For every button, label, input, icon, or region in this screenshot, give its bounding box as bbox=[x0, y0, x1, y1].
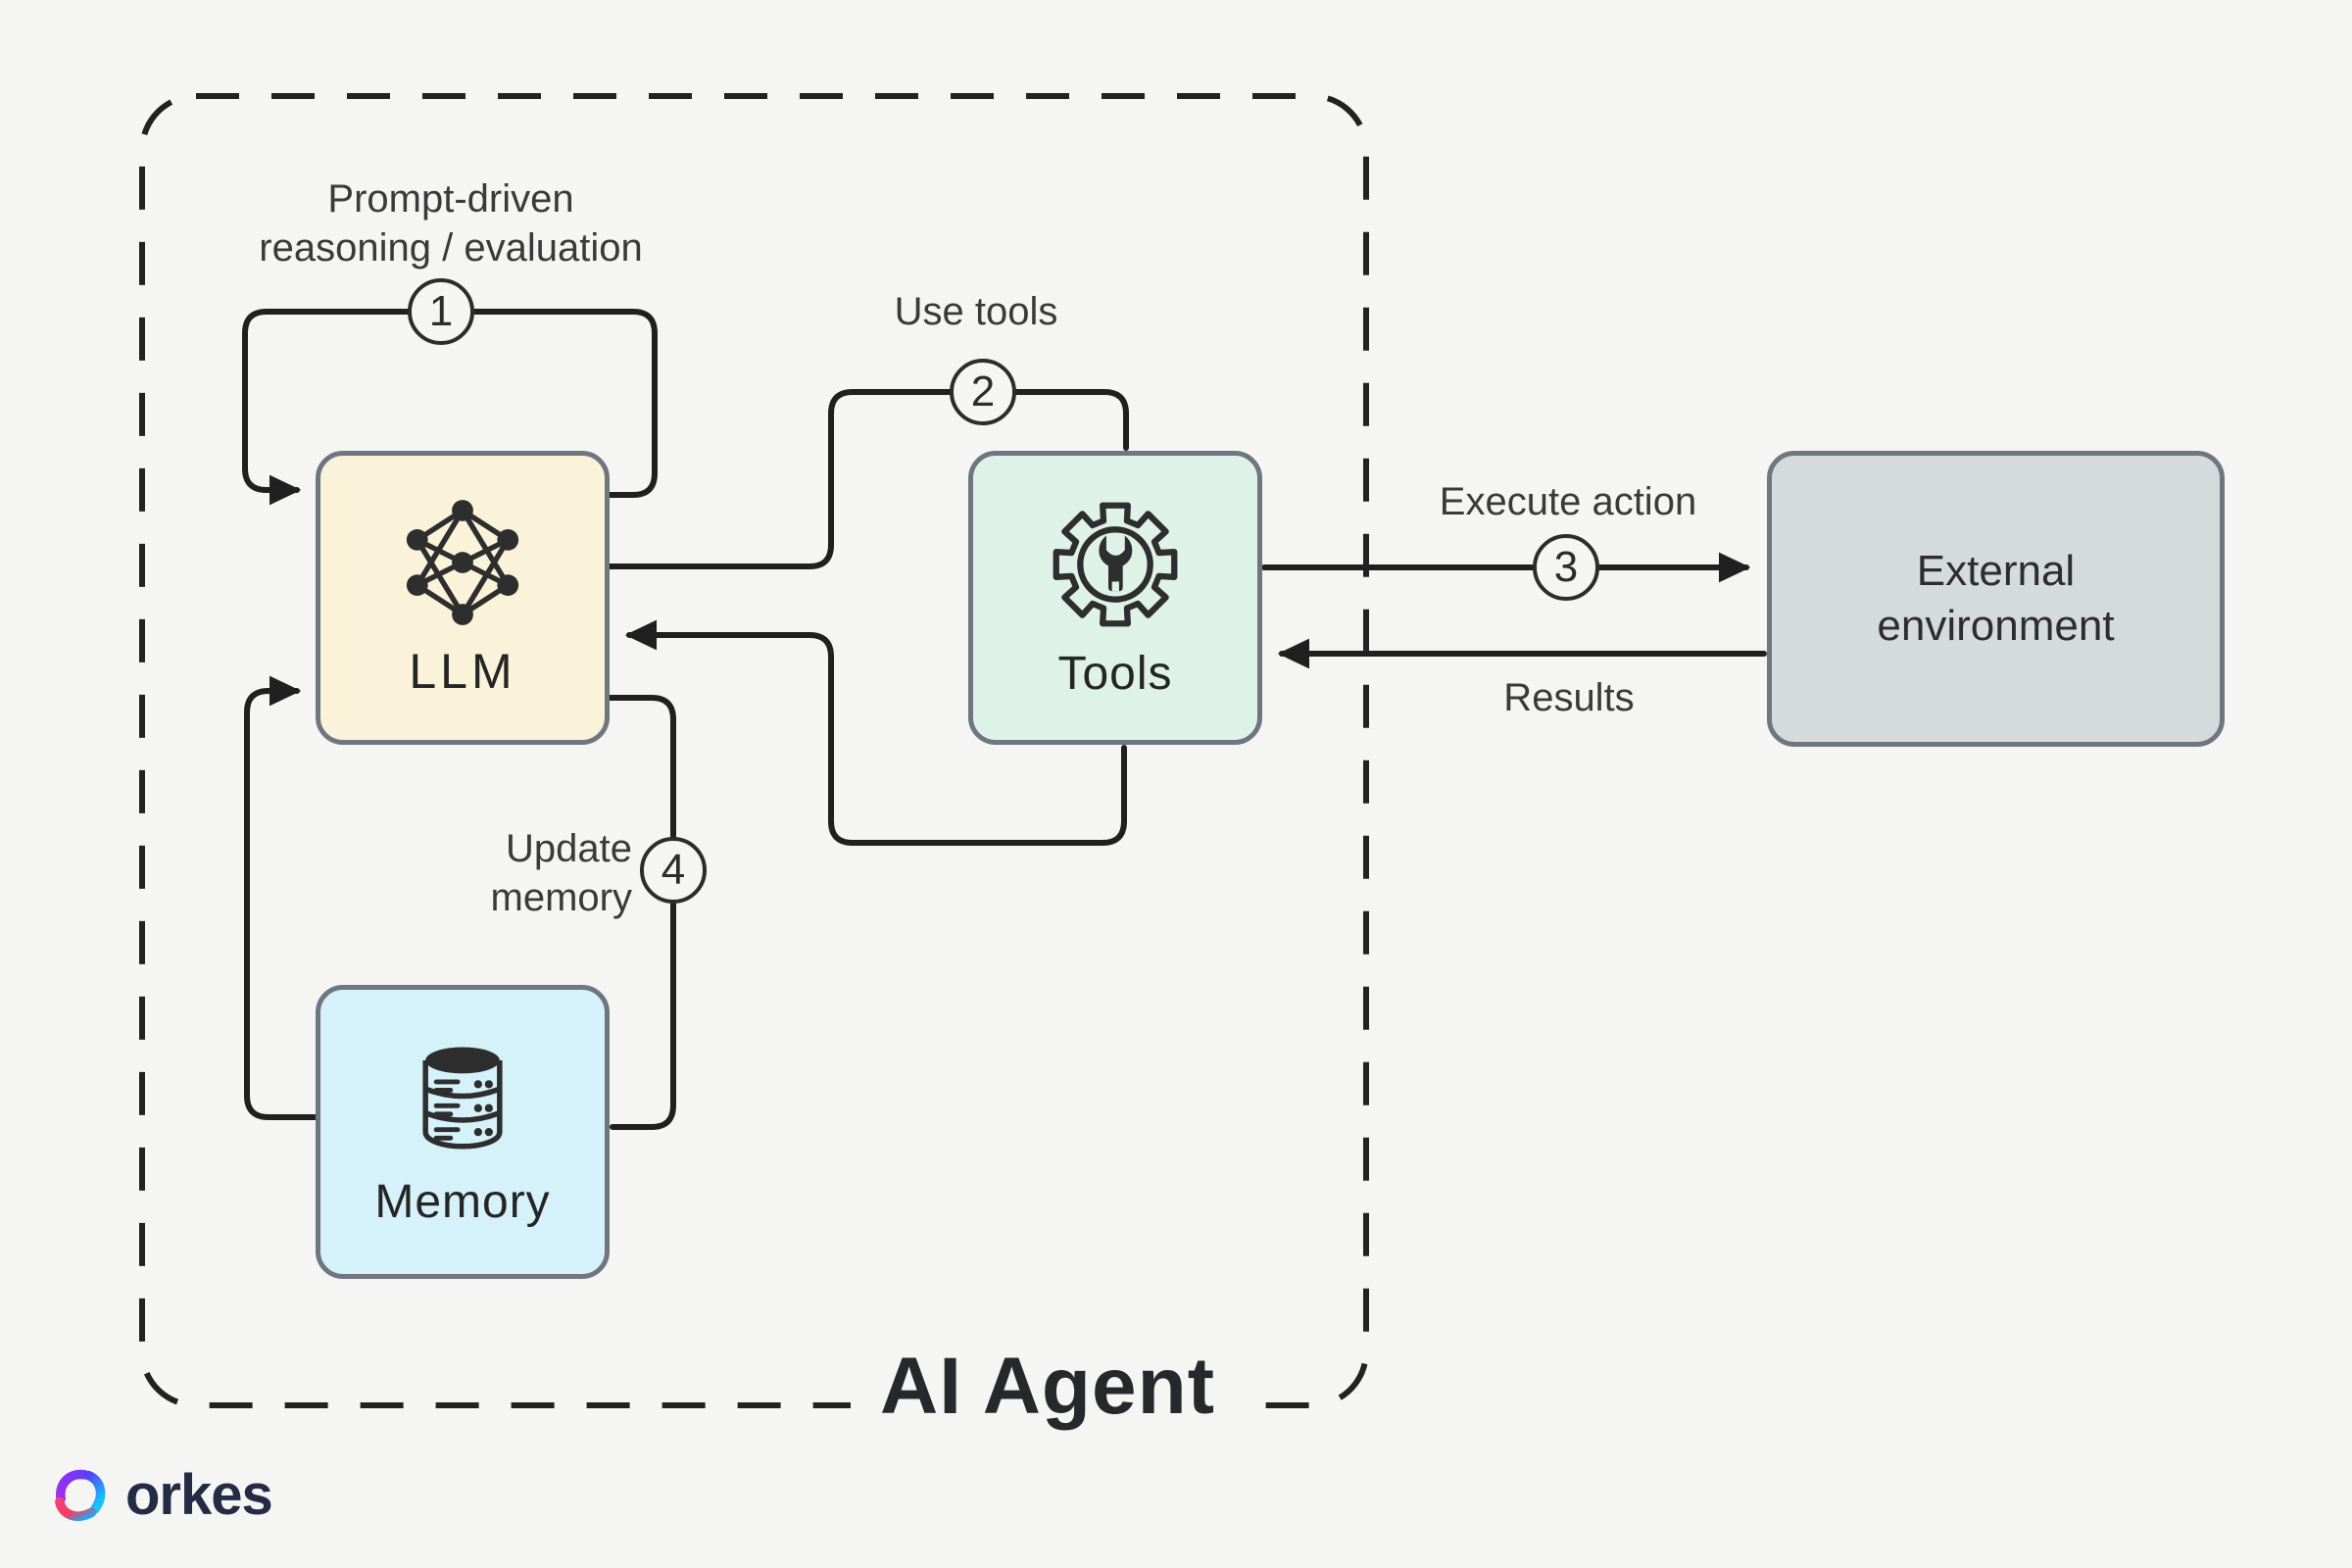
memory-node: Memory bbox=[316, 985, 610, 1279]
agent-boundary bbox=[139, 93, 1369, 1408]
orkes-mark-icon bbox=[55, 1469, 106, 1521]
reasoning-flow-label: Prompt-driven reasoning / evaluation bbox=[259, 177, 643, 270]
agent-title: AI Agent bbox=[850, 1341, 1246, 1433]
external-label-line1: External bbox=[1916, 547, 2076, 595]
memory-label: Memory bbox=[374, 1175, 551, 1228]
step-badge-2: 2 bbox=[950, 359, 1016, 425]
step-badge-3: 3 bbox=[1533, 534, 1599, 601]
update-memory-flow-label: Update memory bbox=[490, 827, 632, 919]
gear-wrench-icon bbox=[1053, 502, 1178, 626]
execute-action-flow-label: Execute action bbox=[1439, 480, 1697, 523]
external-environment-node: External environment bbox=[1767, 451, 2225, 747]
brand-logo: orkes bbox=[49, 1462, 273, 1528]
tools-node: Tools bbox=[968, 451, 1262, 745]
results-flow-label: Results bbox=[1503, 676, 1635, 719]
neural-network-icon bbox=[406, 500, 519, 625]
tools-label: Tools bbox=[1057, 647, 1173, 700]
step-badge-1: 1 bbox=[408, 278, 474, 345]
step-badge-4: 4 bbox=[640, 837, 707, 904]
database-icon bbox=[422, 1047, 503, 1150]
flow-tools-return bbox=[624, 619, 1127, 846]
external-label-line2: environment bbox=[1877, 602, 2115, 650]
use-tools-flow-label: Use tools bbox=[894, 290, 1058, 333]
llm-label: LLM bbox=[409, 644, 516, 699]
flow-use-tools bbox=[607, 389, 1129, 569]
flow-update-memory bbox=[607, 695, 676, 1130]
brand-wordmark: orkes bbox=[125, 1463, 273, 1527]
llm-node: LLM bbox=[316, 451, 610, 745]
flow-memory-to-llm bbox=[244, 675, 318, 1120]
